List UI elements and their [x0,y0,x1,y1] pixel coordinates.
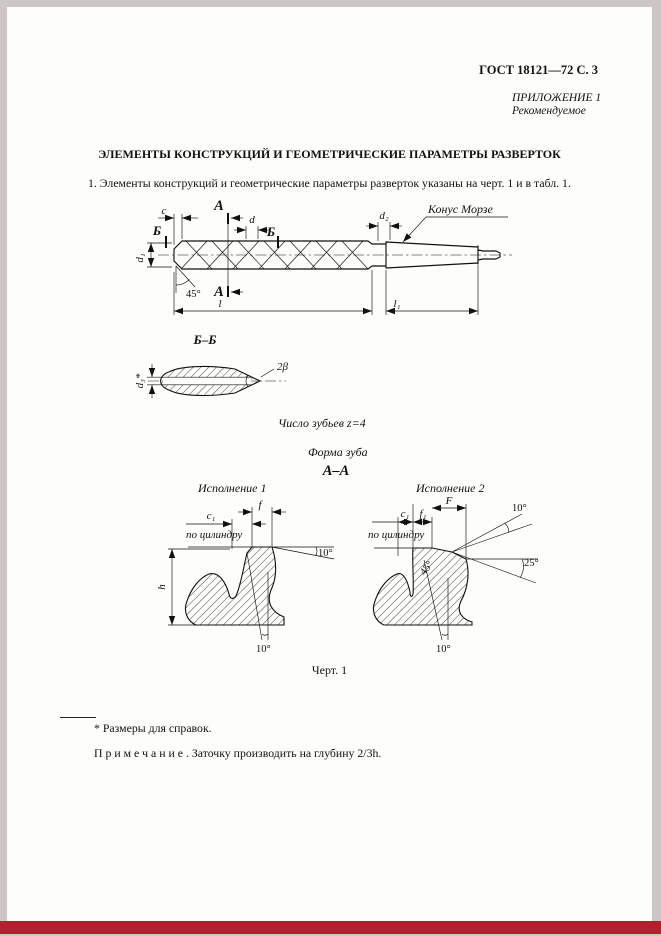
dim-label-d: d [249,214,255,226]
dim-c-extensions [173,214,183,245]
spiral-flutes [180,240,369,270]
tooth-form-label: Форма зуба [308,445,368,459]
tooth-profile-2 [372,547,473,626]
teeth-count-note: Число зубьев z=4 [278,416,366,430]
section-bb-core [163,377,251,385]
appendix-block: ПРИЛОЖЕНИЕ 1 Рекомендуемое [512,92,601,118]
angle-top-v1: 10° [318,548,333,559]
doc-reference: ГОСТ 18121—72 С. 3 [479,63,598,77]
note-text: П р и м е ч а н и е . Заточку производит… [94,746,382,760]
dim-label-l1: l₁ [394,298,401,310]
section-aa-title: А–А [322,463,350,479]
dim-label-f1: f₁ [420,508,427,520]
chamfer-angle-label: 45° [186,289,201,300]
on-cylinder-note-2: по цилиндру [368,529,424,541]
section-label-b-right: Б [266,224,275,239]
appendix-kind: Рекомендуемое [512,105,586,117]
paragraph-1: 1. Элементы конструкций и геометрические… [88,176,571,190]
reamer-outline [173,240,501,270]
document-page: ГОСТ 18121—72 С. 3 ПРИЛОЖЕНИЕ 1 Рекоменд… [7,7,652,921]
tooth-view-1: Исполнение 1 f c₁ по цилиндру h 10° 10° [156,481,335,655]
dim-label-h: h [156,584,168,590]
figure-chert-1: c Б Б А А d d₂ d₁ [134,198,539,655]
section-label-a-top: А [213,198,224,214]
angle-mid-v2: 25° [524,558,539,569]
version2-title: Исполнение 2 [415,481,484,495]
angle-bottom-v1: 10° [256,644,271,655]
angle-top-v2: 10° [512,503,527,514]
dim-label-f: f [258,499,263,511]
version1-title: Исполнение 1 [197,481,266,495]
dim-label-c: c [162,205,167,217]
main-view: c Б Б А А d d₂ d₁ [134,198,512,315]
dim-label-d1: d₁ [134,253,146,263]
dim-label-d2: d₂ [379,210,389,222]
page-title: ЭЛЕМЕНТЫ КОНСТРУКЦИЙ И ГЕОМЕТРИЧЕСКИЕ ПА… [98,147,561,161]
tooth-profile-1 [184,546,285,626]
section-label-a-bottom: А [213,284,224,300]
section-label-b-left: Б [152,223,161,238]
footnote-text: * Размеры для справок. [94,721,212,735]
scan-edge-strip [0,921,661,934]
dim-label-l: l [218,298,221,310]
on-cylinder-note-1: по цилиндру [186,529,242,541]
section-bb-title: Б–Б [192,332,216,347]
dim-label-F: F [445,495,453,507]
section-view-bb: Б–Б d₃* 2β [134,332,289,398]
dim-label-d3: d₃* [134,373,146,388]
angle-bottom-v2: 10° [436,644,451,655]
chamfer-angle-lines [175,265,196,293]
dim-label-c1-v2: c₁ [401,508,410,520]
angle-label-2beta: 2β [277,361,289,373]
footnote-rule [60,717,96,718]
dim-label-c1-v1: c₁ [207,510,216,522]
figure-caption: Черт. 1 [311,663,348,677]
tooth-view-2: Исполнение 2 F c₁ f₁ по цилиндру 10° 25°… [368,481,539,655]
appendix-title: ПРИЛОЖЕНИЕ 1 [512,92,602,104]
morse-taper-label: Конус Морзе [427,202,493,216]
